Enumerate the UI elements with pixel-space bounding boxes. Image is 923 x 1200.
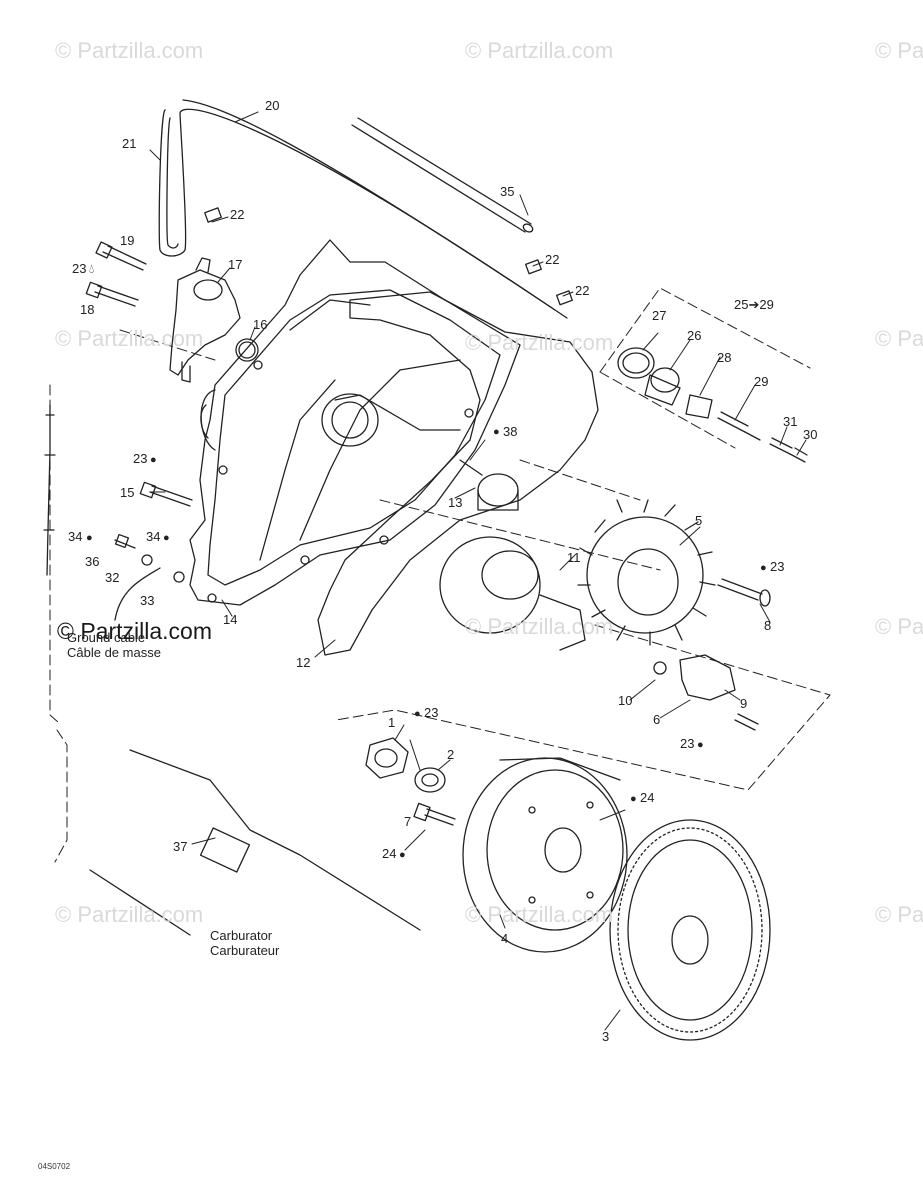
- callout: 23: [72, 261, 87, 276]
- magneto-housing: [189, 239, 521, 606]
- callout: 16: [253, 317, 268, 332]
- watermark: © Pa: [875, 902, 923, 927]
- rave-valve-pump: [85, 241, 259, 383]
- callout: 29: [754, 374, 769, 389]
- carburator-cable: [89, 749, 421, 936]
- flywheel-hardware: [365, 737, 456, 826]
- callout: 5: [695, 513, 703, 528]
- callout: 13: [448, 495, 463, 510]
- callout: 14: [223, 612, 238, 627]
- stator-11: [439, 536, 586, 651]
- oil-drop-icon: ●: [150, 454, 157, 466]
- callout: 32: [105, 570, 120, 585]
- callout: 31: [783, 414, 798, 429]
- sensor-parts: [617, 347, 808, 463]
- callout: 11: [567, 550, 581, 565]
- assembly-frame-dash: [49, 287, 831, 863]
- callout: 7: [404, 814, 412, 829]
- callout: 10: [618, 693, 633, 708]
- watermark: © Pa: [875, 614, 923, 639]
- watermark: © Partzilla.com: [55, 902, 204, 927]
- ground-cable: [43, 404, 161, 621]
- callout: 23: [424, 705, 439, 720]
- callout: 24: [382, 846, 397, 861]
- oil-drop-icon: 💧︎: [89, 261, 95, 276]
- callout: 12: [296, 655, 311, 670]
- callout: 22: [230, 207, 245, 222]
- bolt-8: [717, 578, 771, 607]
- clamps: [204, 207, 573, 306]
- callout: 18: [80, 302, 95, 317]
- oil-drop-icon: ●: [399, 849, 406, 861]
- callout: 26: [687, 328, 702, 343]
- callout: 8: [764, 618, 772, 633]
- callout: 25➔29: [734, 297, 774, 312]
- callout: 37: [173, 839, 188, 854]
- watermark: © Partzilla.com: [465, 38, 614, 63]
- ground-cable-en: Ground cable: [67, 630, 146, 645]
- callout: 34: [146, 529, 161, 544]
- oil-drop-icon: ●: [630, 793, 637, 805]
- watermark: © Pa: [875, 326, 923, 351]
- small-fasteners: [114, 481, 193, 583]
- callout: 33: [140, 593, 155, 608]
- tube-35: [351, 117, 534, 233]
- callout: 22: [545, 252, 560, 267]
- watermark: © Partzilla.com: [465, 614, 614, 639]
- callout: 17: [228, 257, 243, 272]
- callout: 19: [120, 233, 135, 248]
- callout: 34: [68, 529, 83, 544]
- carburator-fr: Carburateur: [210, 943, 280, 958]
- callout: 23: [133, 451, 148, 466]
- trigger-coil-13: [459, 459, 519, 511]
- hose-loop: [158, 99, 568, 319]
- callout: 9: [740, 696, 748, 711]
- oil-drop-icon: ●: [493, 426, 500, 438]
- callout: 36: [85, 554, 100, 569]
- oil-drop-icon: ●: [163, 532, 170, 544]
- callout: 28: [717, 350, 732, 365]
- watermark: © Pa: [875, 38, 923, 63]
- ground-cable-fr: Câble de masse: [67, 645, 161, 660]
- callout: 6: [653, 712, 661, 727]
- gasket-12: [317, 291, 599, 656]
- callout: 35: [500, 184, 515, 199]
- oil-drop-icon: ●: [760, 562, 767, 574]
- callout: 27: [652, 308, 667, 323]
- callout: 15: [120, 485, 135, 500]
- oil-drop-icon: ●: [697, 739, 704, 751]
- flywheel-4: [462, 757, 628, 953]
- callout: 22: [575, 283, 590, 298]
- callout: 2: [447, 747, 455, 762]
- watermark: © Partzilla.com: [465, 330, 614, 355]
- sensor-6: [653, 654, 759, 731]
- ring-gear-3: [609, 819, 771, 1041]
- watermark: © Partzilla.com: [55, 38, 204, 63]
- oil-drop-icon: ●: [86, 532, 93, 544]
- callout: 20: [265, 98, 280, 113]
- callout: 1: [388, 715, 396, 730]
- leader-lines: [149, 111, 807, 1031]
- callout: 21: [122, 136, 137, 151]
- oil-drop-icon: ●: [414, 708, 421, 720]
- carburator-label: Carburator Carburateur: [210, 928, 279, 958]
- callout: 30: [803, 427, 818, 442]
- carburator-en: Carburator: [210, 928, 273, 943]
- ground-cable-label: Ground cable Câble de masse: [67, 630, 161, 660]
- callout: 24: [640, 790, 655, 805]
- callout: 3: [602, 1029, 610, 1044]
- watermark: © Partzilla.com: [465, 902, 614, 927]
- watermark-strong: © Partzilla.com: [57, 618, 212, 644]
- callout: 23: [770, 559, 785, 574]
- callout: 23: [680, 736, 695, 751]
- stator-coil-5: [577, 499, 716, 646]
- callout: 4: [501, 931, 509, 946]
- callout: 38: [503, 424, 518, 439]
- figure-code: 04S0702: [38, 1162, 71, 1171]
- watermark: © Partzilla.com: [55, 326, 204, 351]
